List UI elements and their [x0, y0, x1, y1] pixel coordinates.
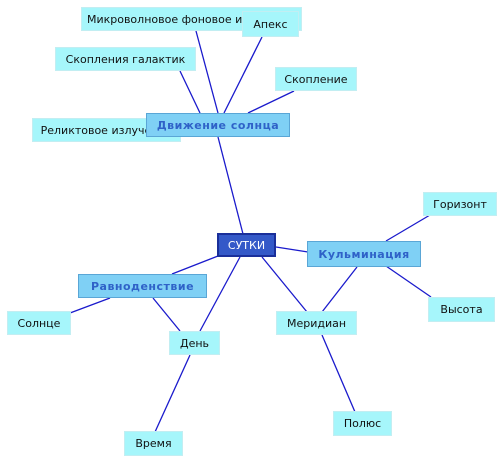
node-culmination[interactable]: Кульминация	[307, 241, 421, 267]
node-root-sutki[interactable]: СУТКИ	[217, 233, 276, 257]
edge-sun-motion-apex	[223, 36, 263, 114]
edge-day-time	[154, 354, 191, 433]
edge-culmination-altitude	[385, 265, 432, 298]
node-apex[interactable]: Апекс	[242, 11, 299, 37]
edge-culmination-horizon	[385, 214, 431, 242]
node-time[interactable]: Время	[124, 431, 183, 456]
node-pole[interactable]: Полюс	[333, 411, 392, 436]
edge-equinox-sun	[69, 297, 111, 314]
edge-meridian-pole	[321, 334, 356, 413]
node-equinox[interactable]: Равноденствие	[78, 274, 207, 298]
node-sun[interactable]: Солнце	[7, 311, 71, 335]
node-galaxy-clusters[interactable]: Скопления галактик	[55, 47, 196, 71]
node-altitude[interactable]: Высота	[428, 297, 495, 322]
edge-culmination-meridian	[321, 266, 358, 313]
edge-sun-motion-microwave	[195, 30, 219, 114]
edge-sun-motion-galaxy-clusters	[179, 70, 201, 114]
node-meridian[interactable]: Меридиан	[276, 311, 357, 335]
edge-root-sun-motion	[217, 136, 244, 235]
node-horizon[interactable]: Горизонт	[423, 192, 497, 216]
edge-root-culmination	[275, 246, 309, 253]
node-day[interactable]: День	[169, 331, 220, 355]
edge-root-day	[199, 256, 241, 332]
node-sun-motion[interactable]: Движение солнца	[146, 113, 290, 137]
edge-root-equinox	[171, 255, 219, 275]
edge-root-meridian	[261, 256, 308, 313]
edge-sun-motion-cluster	[247, 90, 295, 114]
node-cluster[interactable]: Скопление	[275, 67, 357, 91]
edge-equinox-day	[152, 297, 181, 332]
